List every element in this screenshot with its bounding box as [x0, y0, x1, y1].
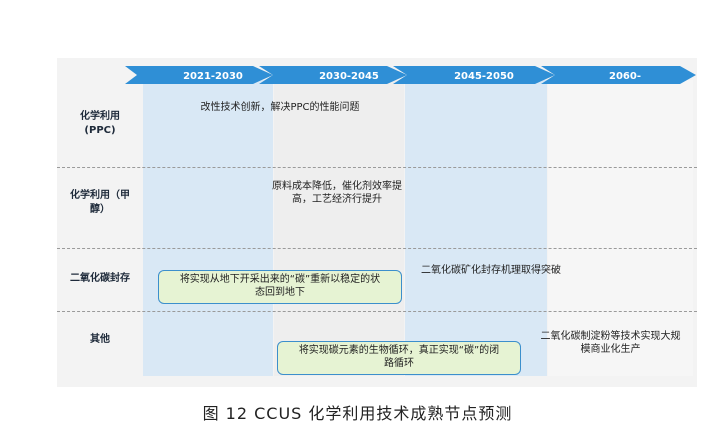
- period-label-2: 2030-2045: [319, 71, 379, 82]
- note-methanol: 原料成本降低，催化剂效率提 高，工艺经济行提升: [272, 181, 402, 205]
- row-divider: [57, 248, 697, 249]
- timeline-segment-1: [125, 66, 273, 84]
- period-band-2045: [405, 80, 547, 376]
- callout-carbon-cycle: 将实现碳元素的生物循环，真正实现“碳”的闭 路循环: [277, 341, 521, 375]
- note-other: 二氧化碳制淀粉等技术实现大规 模商业化生产: [540, 331, 681, 355]
- period-band-2030: [274, 80, 404, 376]
- row-label-ppc: 化学利用 (PPC): [80, 111, 120, 136]
- row-divider: [57, 167, 697, 168]
- figure-caption: 图 12 CCUS 化学利用技术成熟节点预测: [202, 404, 513, 423]
- period-label-1: 2021-2030: [183, 71, 243, 82]
- timeline-segment-2: [259, 66, 407, 84]
- callout-storage: 将实现从地下开采出来的“碳”重新以稳定的状 态回到地下: [158, 270, 402, 304]
- period-label-3: 2045-2050: [454, 71, 514, 82]
- note-ppc: 改性技术创新，解决PPC的性能问题: [200, 102, 360, 113]
- timeline-arrow: [125, 66, 696, 84]
- period-band-2060: [548, 80, 693, 376]
- timeline-segment-4: [541, 66, 696, 84]
- period-label-4: 2060-: [609, 71, 641, 82]
- note-mineral: 二氧化碳矿化封存机理取得突破: [421, 265, 561, 276]
- period-band-2021: [143, 80, 273, 376]
- row-label-storage: 二氧化碳封存: [70, 273, 130, 284]
- row-divider: [57, 311, 697, 312]
- row-label-other: 其他: [90, 334, 110, 345]
- timeline-segment-3: [393, 66, 555, 84]
- row-label-methanol: 化学利用（甲 醇）: [70, 190, 130, 215]
